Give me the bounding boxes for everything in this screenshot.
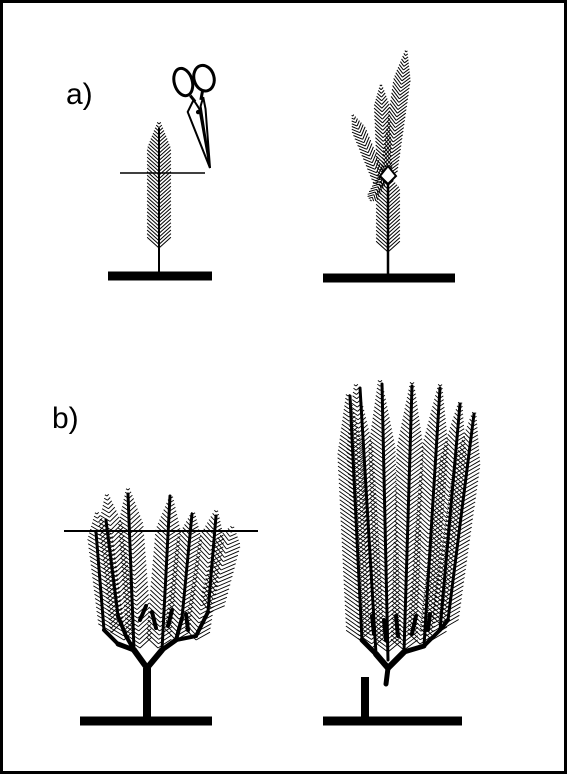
- panel-b-label: b): [52, 402, 79, 435]
- panel-a-label: a): [66, 78, 93, 111]
